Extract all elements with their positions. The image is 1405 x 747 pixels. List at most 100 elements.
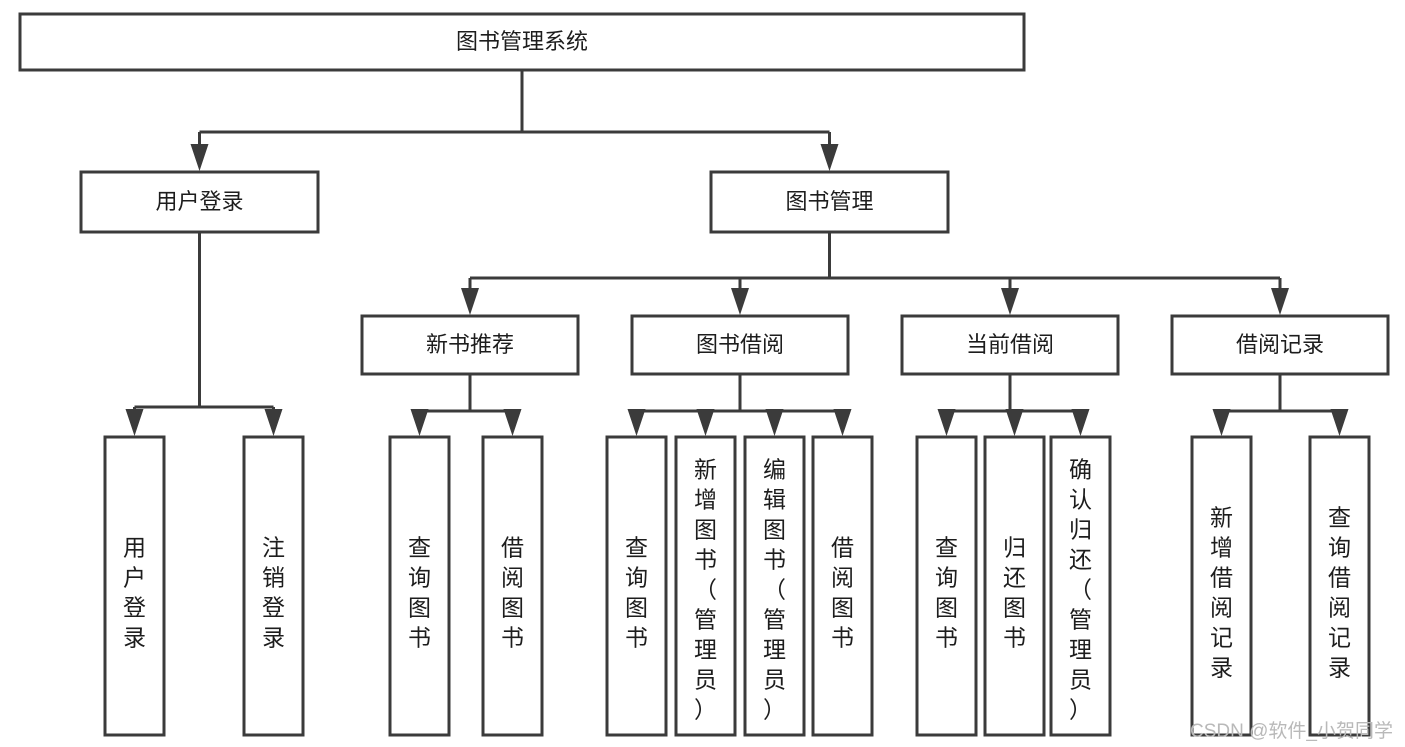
- node-layer: 图书管理系统用户登录图书管理新书推荐图书借阅当前借阅借阅记录用户登录注销登录查询…: [18, 12, 1390, 737]
- node-label-leaf-borrow-book-2-char-2: 图: [831, 594, 854, 620]
- node-label-current-borrow: 当前借阅: [966, 332, 1054, 357]
- node-label-leaf-query-book-3-char-0: 查: [935, 534, 958, 560]
- node-label-leaf-edit-book-char-3: 书: [763, 547, 786, 573]
- node-label-leaf-query-record-char-4: 记: [1328, 624, 1351, 650]
- node-box-root: [18, 12, 1026, 72]
- node-label-leaf-borrow-book-2-char-1: 阅: [831, 564, 854, 590]
- node-box-leaf-edit-book: [743, 435, 806, 737]
- node-current-borrow[interactable]: 当前借阅: [900, 314, 1120, 376]
- node-label-leaf-confirm-return-char-5: 管: [1069, 607, 1092, 633]
- node-label-leaf-add-book-char-3: 书: [694, 547, 717, 573]
- node-user-login[interactable]: 用户登录: [79, 170, 320, 234]
- node-label-leaf-add-book-char-4: （: [694, 577, 717, 603]
- connector-layer: [125, 70, 1349, 436]
- node-label-leaf-add-record-char-1: 增: [1210, 534, 1233, 560]
- node-label-leaf-add-record-char-3: 阅: [1210, 594, 1233, 620]
- node-leaf-user-login[interactable]: 用户登录: [103, 435, 166, 737]
- node-label-leaf-add-book-char-2: 图: [694, 517, 717, 543]
- node-box-leaf-add-book: [674, 435, 737, 737]
- node-label-leaf-query-record-char-2: 借: [1328, 564, 1351, 590]
- node-label-leaf-user-login-char-0: 用: [123, 534, 146, 560]
- node-label-leaf-user-login-char-3: 录: [123, 624, 146, 650]
- node-box-leaf-query-record: [1308, 435, 1371, 737]
- node-box-leaf-borrow-book-2: [811, 435, 874, 737]
- node-label-borrow-record: 借阅记录: [1236, 332, 1324, 357]
- node-label-leaf-confirm-return-char-2: 归: [1069, 517, 1092, 543]
- node-borrow-record[interactable]: 借阅记录: [1170, 314, 1390, 376]
- node-label-leaf-query-book-1-char-0: 查: [408, 534, 431, 560]
- node-label-leaf-edit-book-char-5: 管: [763, 607, 786, 633]
- node-label-leaf-add-book-char-5: 管: [694, 607, 717, 633]
- node-label-leaf-add-book-char-7: 员: [694, 667, 717, 693]
- node-root[interactable]: 图书管理系统: [18, 12, 1026, 72]
- node-label-leaf-logout-char-3: 录: [262, 624, 285, 650]
- node-book-manage[interactable]: 图书管理: [709, 170, 950, 234]
- node-label-leaf-confirm-return-char-4: （: [1069, 577, 1092, 603]
- node-label-leaf-query-book-2-char-0: 查: [625, 534, 648, 560]
- node-label-leaf-add-record-char-0: 新: [1210, 504, 1233, 530]
- node-label-leaf-edit-book-char-4: （: [763, 577, 786, 603]
- node-label-new-book-rec: 新书推荐: [426, 332, 514, 357]
- node-label-leaf-logout-char-0: 注: [262, 534, 285, 560]
- node-label-leaf-return-book-char-2: 图: [1003, 594, 1026, 620]
- node-box-new-book-rec: [360, 314, 580, 376]
- node-label-leaf-confirm-return-char-6: 理: [1069, 637, 1092, 663]
- node-label-leaf-borrow-book-2-char-0: 借: [831, 534, 854, 560]
- node-box-book-manage: [709, 170, 950, 234]
- node-label-leaf-add-record-char-5: 录: [1210, 654, 1233, 680]
- node-label-leaf-query-book-3-char-2: 图: [935, 594, 958, 620]
- node-box-book-borrow: [630, 314, 850, 376]
- node-label-leaf-borrow-book-1-char-0: 借: [501, 534, 524, 560]
- node-label-leaf-edit-book-char-8: ）: [763, 697, 786, 723]
- node-box-borrow-record: [1170, 314, 1390, 376]
- node-box-current-borrow: [900, 314, 1120, 376]
- node-label-user-login: 用户登录: [155, 189, 243, 214]
- node-box-leaf-logout: [242, 435, 305, 737]
- node-label-book-borrow: 图书借阅: [696, 332, 784, 357]
- node-label-leaf-add-book-char-8: ）: [694, 697, 717, 723]
- node-label-leaf-query-record-char-3: 阅: [1328, 594, 1351, 620]
- node-label-leaf-edit-book-char-2: 图: [763, 517, 786, 543]
- node-label-leaf-query-record-char-5: 录: [1328, 654, 1351, 680]
- node-box-leaf-borrow-book-1: [481, 435, 544, 737]
- node-label-leaf-borrow-book-1-char-2: 图: [501, 594, 524, 620]
- node-label-leaf-logout-char-1: 销: [262, 564, 285, 590]
- node-label-leaf-logout-char-2: 登: [262, 594, 285, 620]
- node-label-leaf-edit-book-char-1: 辑: [763, 487, 786, 513]
- node-label-leaf-query-book-1-char-2: 图: [408, 594, 431, 620]
- node-box-leaf-user-login: [103, 435, 166, 737]
- node-label-leaf-query-record-char-0: 查: [1328, 504, 1351, 530]
- node-box-leaf-return-book: [983, 435, 1046, 737]
- node-label-leaf-edit-book-char-0: 编: [763, 457, 786, 483]
- node-box-leaf-confirm-return: [1049, 435, 1112, 737]
- node-label-leaf-confirm-return-char-7: 员: [1069, 667, 1092, 693]
- node-new-book-rec[interactable]: 新书推荐: [360, 314, 580, 376]
- node-label-leaf-user-login-char-2: 登: [123, 594, 146, 620]
- node-box-leaf-query-book-3: [915, 435, 978, 737]
- node-label-leaf-borrow-book-2-char-3: 书: [831, 624, 854, 650]
- node-label-leaf-return-book-char-1: 还: [1003, 564, 1026, 590]
- node-label-leaf-borrow-book-1-char-1: 阅: [501, 564, 524, 590]
- node-book-borrow[interactable]: 图书借阅: [630, 314, 850, 376]
- node-box-leaf-query-book-2: [605, 435, 668, 737]
- node-label-leaf-edit-book-char-7: 员: [763, 667, 786, 693]
- node-label-leaf-add-book-char-0: 新: [694, 457, 717, 483]
- node-label-leaf-query-book-2-char-3: 书: [625, 624, 648, 650]
- node-box-user-login: [79, 170, 320, 234]
- node-label-book-manage: 图书管理: [785, 189, 873, 214]
- node-label-leaf-confirm-return-char-1: 认: [1069, 487, 1092, 513]
